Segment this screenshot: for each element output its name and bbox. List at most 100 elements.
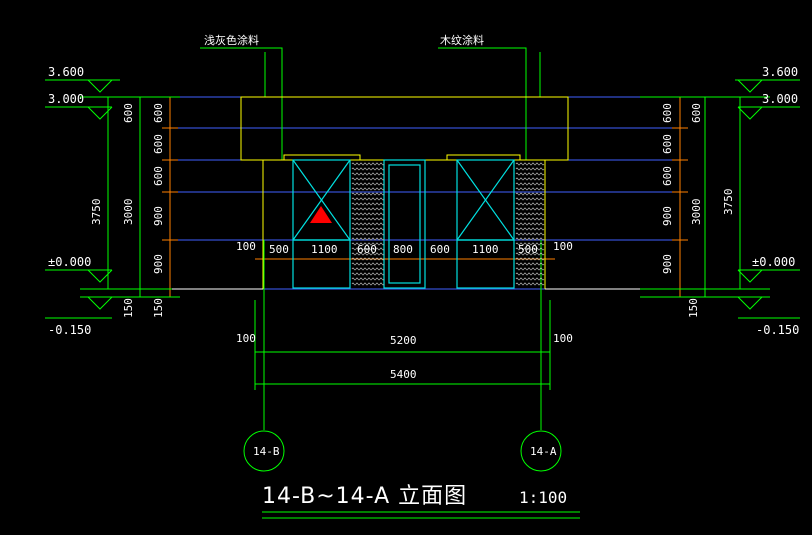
svg-text:600: 600 xyxy=(152,134,165,154)
elev-top-right: 3.600 xyxy=(762,65,798,79)
elev-ground-left: ±0.000 xyxy=(48,255,91,269)
svg-text:600: 600 xyxy=(661,103,674,123)
wood-grain-line xyxy=(515,187,545,191)
wood-grain-line xyxy=(515,177,545,181)
wood-grain-line xyxy=(351,272,385,276)
svg-text:500: 500 xyxy=(269,243,289,256)
drawing-title: 14-B~14-A 立面图 xyxy=(262,484,467,509)
dim-overall-outer: 5400 xyxy=(390,368,417,381)
wood-grain-line xyxy=(351,207,385,211)
wood-grain-line xyxy=(515,227,545,231)
wood-grain-line xyxy=(515,217,545,221)
wood-grain-line xyxy=(351,202,385,206)
elev-base-left: -0.150 xyxy=(48,323,91,337)
axis-label-right: 14-A xyxy=(530,445,557,458)
drawing-scale: 1:100 xyxy=(519,488,567,507)
axis-bubble-right xyxy=(520,430,562,472)
wood-grain-line xyxy=(351,197,385,201)
svg-text:3000: 3000 xyxy=(690,199,703,226)
elev-base-right: -0.150 xyxy=(756,323,799,337)
window-left xyxy=(292,159,351,289)
wood-grain-line xyxy=(515,222,545,226)
wood-texture-panels xyxy=(351,162,545,286)
svg-text:800: 800 xyxy=(393,243,413,256)
wood-grain-line xyxy=(515,277,545,281)
wood-grain-line xyxy=(351,267,385,271)
wood-grain-line xyxy=(351,162,385,166)
level-lines xyxy=(95,96,720,290)
wood-grain-line xyxy=(515,167,545,171)
svg-text:600: 600 xyxy=(661,166,674,186)
building-outline xyxy=(172,96,640,290)
svg-text:600: 600 xyxy=(690,103,703,123)
wood-grain-line xyxy=(515,202,545,206)
wood-grain-line xyxy=(515,192,545,196)
wood-grain-line xyxy=(515,162,545,166)
svg-text:900: 900 xyxy=(152,254,165,274)
wood-grain-line xyxy=(351,167,385,171)
green-dims xyxy=(45,47,800,519)
wood-grain-line xyxy=(351,247,385,251)
wood-grain-line xyxy=(515,172,545,176)
svg-text:100: 100 xyxy=(236,332,256,345)
svg-text:3750: 3750 xyxy=(722,189,735,216)
svg-text:150: 150 xyxy=(152,298,165,318)
svg-text:600: 600 xyxy=(152,166,165,186)
wood-grain-line xyxy=(351,182,385,186)
wood-grain-line xyxy=(515,267,545,271)
elev-top-left: 3.600 xyxy=(48,65,84,79)
wood-grain-line xyxy=(351,257,385,261)
windows xyxy=(292,159,516,289)
svg-text:600: 600 xyxy=(661,134,674,154)
wood-grain-line xyxy=(515,242,545,246)
svg-text:600: 600 xyxy=(357,243,377,256)
wood-grain-line xyxy=(351,177,385,181)
svg-text:900: 900 xyxy=(661,254,674,274)
svg-text:600: 600 xyxy=(122,103,135,123)
vertical-dim-texts: 600 600 600 600 900 900 3000 3750 150 15… xyxy=(90,103,735,318)
axis-bubble-left xyxy=(243,430,285,472)
svg-text:150: 150 xyxy=(687,298,700,318)
callout-right: 木纹涂料 xyxy=(440,33,484,47)
wood-grain-line xyxy=(515,212,545,216)
elev-eave-right: 3.000 xyxy=(762,92,798,106)
dim-overall-inner: 5200 xyxy=(390,334,417,347)
wood-grain-line xyxy=(351,172,385,176)
wood-grain-line xyxy=(515,197,545,201)
svg-text:100: 100 xyxy=(553,332,573,345)
svg-text:1100: 1100 xyxy=(472,243,499,256)
wood-grain-line xyxy=(351,252,385,256)
wood-grain-line xyxy=(351,217,385,221)
window-right xyxy=(456,159,515,289)
wood-grain-line xyxy=(515,282,545,286)
wood-grain-line xyxy=(515,247,545,251)
wood-grain-line xyxy=(515,262,545,266)
wood-grain-line xyxy=(515,207,545,211)
wood-grain-line xyxy=(351,192,385,196)
callout-left: 浅灰色涂料 xyxy=(204,33,259,47)
wood-grain-line xyxy=(351,232,385,236)
wood-grain-line xyxy=(515,182,545,186)
svg-text:3750: 3750 xyxy=(90,199,103,226)
svg-text:900: 900 xyxy=(661,206,674,226)
window-center xyxy=(383,159,426,289)
svg-text:100: 100 xyxy=(236,240,256,253)
elev-ground-right: ±0.000 xyxy=(752,255,795,269)
wood-grain-line xyxy=(515,252,545,256)
wood-grain-line xyxy=(515,272,545,276)
svg-text:600: 600 xyxy=(430,243,450,256)
wood-grain-line xyxy=(351,262,385,266)
wood-grain-line xyxy=(351,242,385,246)
wood-grain-line xyxy=(351,277,385,281)
wood-grain-line xyxy=(515,257,545,261)
svg-text:1100: 1100 xyxy=(311,243,338,256)
orange-dims xyxy=(162,97,688,297)
svg-text:150: 150 xyxy=(122,298,135,318)
warning-triangle-icon xyxy=(310,206,332,223)
wood-grain-line xyxy=(351,187,385,191)
svg-text:3000: 3000 xyxy=(122,199,135,226)
axis-label-left: 14-B xyxy=(253,445,280,458)
wood-grain-line xyxy=(351,237,385,241)
